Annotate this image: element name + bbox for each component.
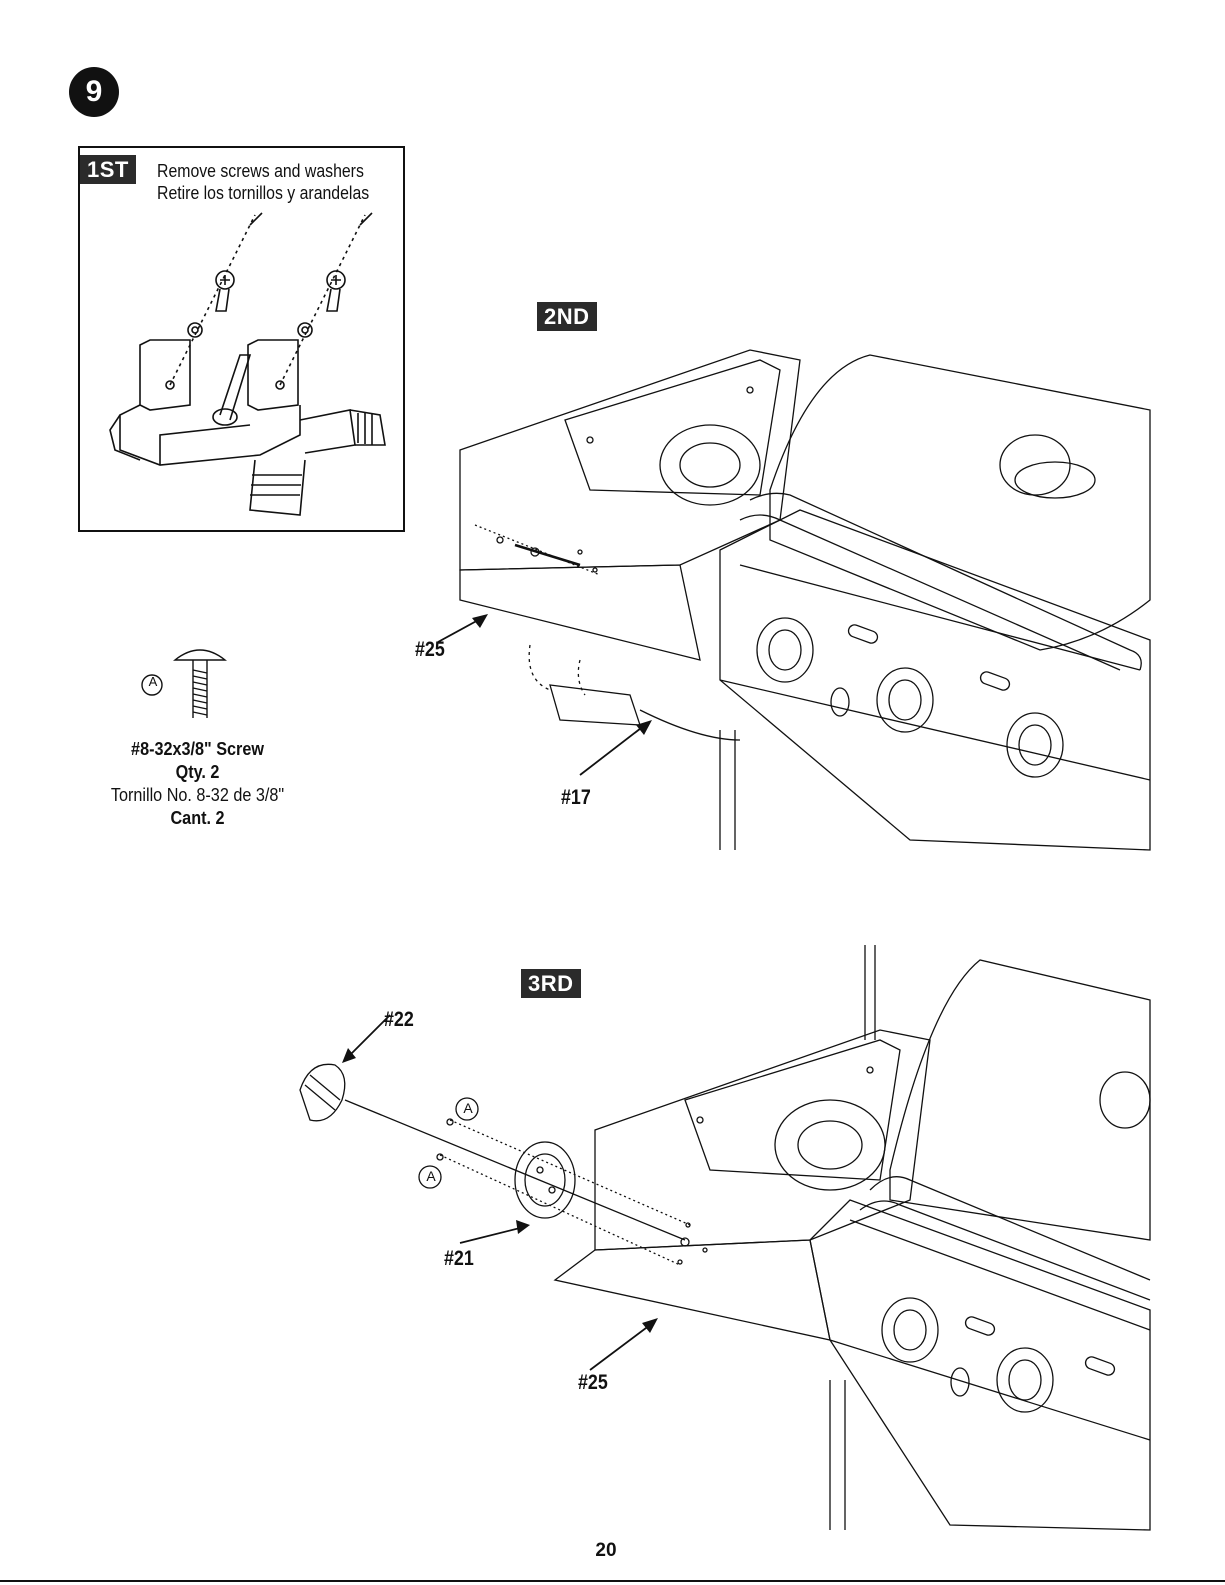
instruction-spanish: Retire los tornillos y arandelas [157, 183, 369, 204]
hardware-qty-es: Cant. 2 [92, 807, 304, 830]
step-number: 9 [86, 77, 103, 107]
hardware-name-en: #8-32x3/8" Screw [92, 738, 304, 761]
callout-2nd-17: #17 [561, 786, 591, 810]
hardware-ref-a-1: A [459, 1100, 477, 1116]
step-number-badge: 9 [69, 67, 119, 117]
page-bottom-rule [0, 1580, 1225, 1582]
grill-illustration-2nd [440, 340, 1150, 850]
valve-bracket-illustration [80, 205, 402, 530]
step-1st-tag: 1ST [80, 155, 136, 184]
callout-2nd-25: #25 [415, 638, 445, 662]
callout-3rd-25: #25 [578, 1371, 608, 1395]
hardware-qty-en: Qty. 2 [92, 761, 304, 784]
hardware-name-es: Tornillo No. 8-32 de 3/8" [92, 784, 304, 807]
hardware-ref-a-2: A [422, 1168, 440, 1184]
hardware-label: #8-32x3/8" Screw Qty. 2 Tornillo No. 8-3… [80, 738, 315, 830]
callout-3rd-21: #21 [444, 1247, 474, 1271]
page-number: 20 [0, 1540, 1212, 1562]
step-2nd-tag: 2ND [537, 302, 597, 331]
screw-a-letter: A [146, 674, 160, 689]
instruction-english: Remove screws and washers [157, 161, 364, 182]
grill-illustration-3rd [290, 940, 1150, 1530]
callout-3rd-22: #22 [384, 1008, 414, 1032]
